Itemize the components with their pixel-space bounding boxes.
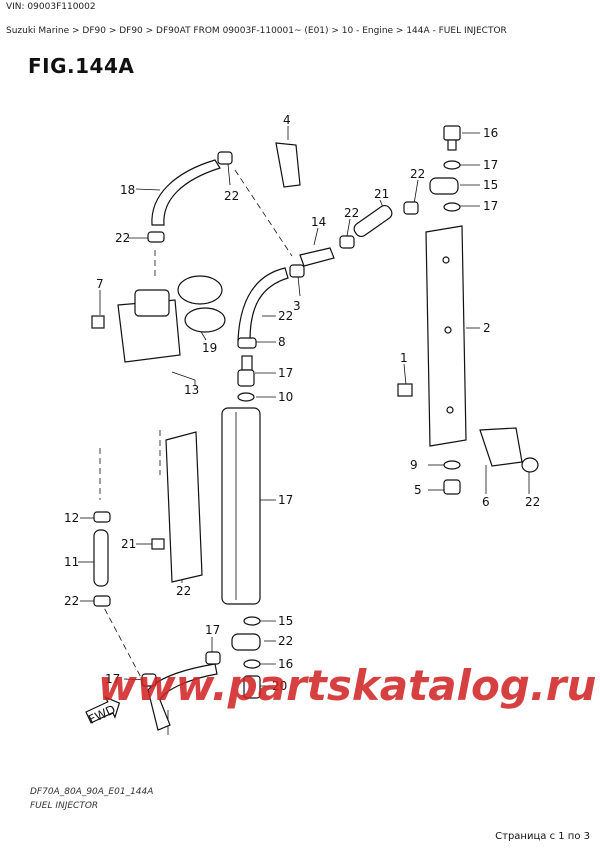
callout-label: 22	[344, 206, 359, 220]
callout-label: 14	[311, 215, 326, 229]
part-shapes	[85, 125, 539, 731]
watermark: www.partskatalog.ru	[98, 661, 596, 710]
callout-label: 17	[278, 366, 293, 380]
callout-label: 8	[278, 335, 286, 349]
callout-label: 15	[483, 178, 498, 192]
callout-label: 21	[121, 537, 136, 551]
callout-label: 7	[96, 277, 104, 291]
callout-label: 22	[224, 189, 239, 203]
callout-label: 16	[278, 657, 293, 671]
callout-label: 1	[400, 351, 408, 365]
callout-label: 6	[482, 495, 490, 509]
callout-label: 17	[483, 158, 498, 172]
callout-label: 17	[278, 493, 293, 507]
callout-label: 13	[184, 383, 199, 397]
callout-label: 3	[293, 299, 301, 313]
callout-label: 22	[278, 634, 293, 648]
diagram-code: DF70A_80A_90A_E01_144A	[30, 787, 154, 797]
vin-label: VIN: 09003F110002	[6, 2, 96, 12]
callout-numbers: 4 16 17 15 18 22 21 22 17 14 22 22 3 7 2…	[64, 113, 540, 693]
callout-label: 17	[483, 199, 498, 213]
callout-label: 20	[272, 679, 287, 693]
callout-label: 2	[483, 321, 491, 335]
callout-label: 22	[410, 167, 425, 181]
callout-label: 22	[115, 231, 130, 245]
leader-lines	[78, 126, 530, 735]
callout-label: 22	[278, 309, 293, 323]
callout-label: 16	[483, 126, 498, 140]
callout-label: 18	[120, 183, 135, 197]
callout-label: 11	[64, 555, 79, 569]
diagram-caption: FUEL INJECTOR	[30, 801, 99, 811]
callout-label: 22	[176, 584, 191, 598]
callout-label: 9	[410, 458, 418, 472]
figure-title: FIG.144A	[28, 54, 135, 78]
callout-label: 19	[202, 341, 217, 355]
callout-label: 22	[64, 594, 79, 608]
callout-label: 15	[278, 614, 293, 628]
breadcrumb[interactable]: Suzuki Marine > DF90 > DF90 > DF90AT FRO…	[6, 26, 507, 36]
callout-label: 5	[414, 483, 422, 497]
callout-label: 22	[525, 495, 540, 509]
callout-label: 17	[205, 623, 220, 637]
callout-label: 17	[105, 672, 120, 686]
page-indicator: Страница с 1 по 3	[495, 831, 590, 842]
callout-label: 10	[278, 390, 293, 404]
callout-label: 21	[374, 187, 389, 201]
callout-label: 12	[64, 511, 79, 525]
callout-label: 4	[283, 113, 291, 127]
